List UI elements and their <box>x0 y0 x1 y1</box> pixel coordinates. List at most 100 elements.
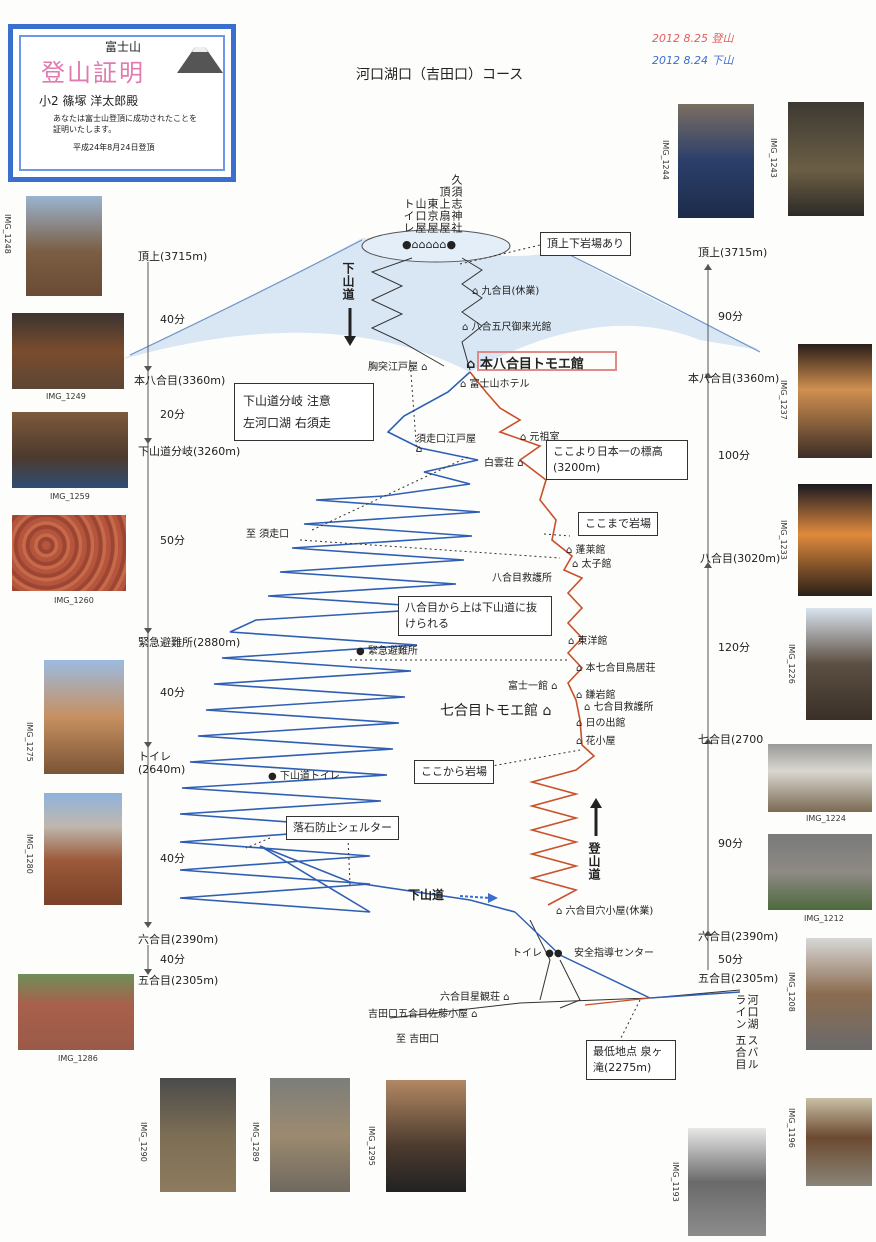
axis-arrow <box>144 438 152 444</box>
right-nanago: 七合目(2700 <box>698 733 764 746</box>
right-time-2: 100分 <box>718 449 750 462</box>
photo-caption: IMG_1248 <box>3 214 12 254</box>
photo-img-1280[interactable] <box>44 793 122 905</box>
photo-caption: IMG_1249 <box>46 392 86 401</box>
hut-anzen: 安全指導センター <box>574 948 654 959</box>
left-branch: 下山道分岐(3260m) <box>138 445 241 458</box>
left-toilet: トイレ(2640m) <box>138 750 186 776</box>
hut-nanago-kyugo: ⌂ 七合目救護所 <box>584 702 654 713</box>
axis-arrow <box>144 922 152 928</box>
note-rocks-until: ここまで岩場 <box>578 512 658 536</box>
right-honhachi: 本八合目(3360m) <box>688 372 780 385</box>
left-gogo: 五合目(2305m) <box>138 974 219 987</box>
axis-arrow <box>144 628 152 634</box>
hut-kyugome: ⌂ 九合目(休業) <box>472 286 540 297</box>
shop-1: トイレ <box>402 198 415 234</box>
photo-caption: IMG_1244 <box>661 140 670 180</box>
left-time-6: 40分 <box>160 953 185 966</box>
axis-arrow <box>704 930 712 936</box>
summit-hut-icons: ●⌂⌂⌂⌂⌂● <box>402 238 457 251</box>
hut-fujiichi: 富士一館 ⌂ <box>508 681 558 692</box>
cert-recipient: 小2 篠塚 洋太郎殿 <box>39 94 139 108</box>
hut-hoshikanso: 六合目星観荘 ⌂ <box>440 992 510 1003</box>
note-subaru: 河口湖 スバルライン 五合目 <box>734 994 759 1071</box>
gezan-label-bottom: 下山道 <box>408 888 445 902</box>
hut-subashiri-edoya: 須走口江戸屋 <box>416 434 476 445</box>
hut-nanago-tomoe: 七合目トモエ館 ⌂ <box>440 703 552 719</box>
photo-img-1224[interactable] <box>768 744 872 812</box>
photo-img-1248[interactable] <box>26 196 102 296</box>
photo-img-1208[interactable] <box>806 938 872 1050</box>
photo-caption: IMG_1275 <box>25 722 34 762</box>
date-descent: 2012 8.24 下山 <box>652 54 734 67</box>
photo-caption: IMG_1196 <box>787 1108 796 1148</box>
note-highest: ここより日本一の標高(3200m) <box>546 440 688 480</box>
photo-img-1249[interactable] <box>12 313 124 389</box>
shop-3: 東京屋 <box>426 198 439 234</box>
photo-img-1286[interactable] <box>18 974 134 1050</box>
cert-title: 登山証明 <box>41 59 145 87</box>
note-branch-dir: 左河口湖 右須走 <box>243 416 331 430</box>
photo-caption: IMG_1193 <box>671 1162 680 1202</box>
photo-caption: IMG_1226 <box>787 644 796 684</box>
photo-img-1233[interactable] <box>798 484 872 596</box>
left-time-5: 40分 <box>160 852 185 865</box>
left-kinkyu: 緊急避難所(2880m) <box>138 636 241 649</box>
hut-hachigo-kyugo: 八合目救護所 <box>492 573 552 584</box>
right-time-5: 50分 <box>718 953 743 966</box>
axis-arrow <box>704 264 712 270</box>
photo-img-1244[interactable] <box>678 104 754 218</box>
photo-caption: IMG_1237 <box>779 380 788 420</box>
shop-4: 頂上扇屋 <box>438 186 451 234</box>
photo-img-1275[interactable] <box>44 660 124 774</box>
hut-hanagoya: ⌂ 花小屋 <box>576 736 616 747</box>
note-branch-title: 下山道分岐 注意 <box>243 394 331 408</box>
photo-img-1226[interactable] <box>806 608 872 720</box>
photo-img-1295[interactable] <box>386 1080 466 1192</box>
axis-arrow <box>704 738 712 744</box>
photo-img-1290[interactable] <box>160 1078 236 1192</box>
left-time-4: 40分 <box>160 686 185 699</box>
axis-arrow <box>144 742 152 748</box>
hut-horaikan: ⌂ 蓬莱館 <box>566 545 606 556</box>
hut-toyokan: ⌂ 東洋館 <box>568 636 608 647</box>
note-lowest: 最低地点 泉ヶ滝(2275m) <box>586 1040 676 1080</box>
axis-arrow <box>144 366 152 372</box>
photo-caption: IMG_1259 <box>50 492 90 501</box>
photo-img-1212[interactable] <box>768 834 872 910</box>
photo-img-1243[interactable] <box>788 102 864 216</box>
photo-caption: IMG_1286 <box>58 1054 98 1063</box>
hut-ganso: ⌂ 元祖室 <box>520 432 560 443</box>
photo-caption: IMG_1212 <box>804 914 844 923</box>
photo-img-1193[interactable] <box>688 1128 766 1236</box>
photo-img-1260[interactable] <box>12 515 126 591</box>
photo-img-1196[interactable] <box>806 1098 872 1186</box>
right-gogo: 五合目(2305m) <box>698 972 779 985</box>
date-climb: 2012 8.25 登山 <box>652 32 734 45</box>
photo-img-1259[interactable] <box>12 412 128 488</box>
left-time-3: 50分 <box>160 534 185 547</box>
label-to-subashiri: 至 須走口 <box>246 529 290 540</box>
hut-torii: ⌂ 本七合目鳥居荘 <box>576 663 656 674</box>
photo-caption: IMG_1224 <box>806 814 846 823</box>
photo-caption: IMG_1295 <box>367 1126 376 1166</box>
hut-honhachi-tomoe: ⌂ 本八合目トモエ館 <box>466 357 584 372</box>
photo-caption: IMG_1260 <box>54 596 94 605</box>
photo-img-1237[interactable] <box>798 344 872 458</box>
cert-mountain: 富士山 <box>105 40 142 54</box>
hut-hachigo5: ⌂ 八合五尺御来光館 <box>462 322 552 333</box>
summit-certificate: 富士山 登山証明 小2 篠塚 洋太郎殿 あなたは富士山登頂に成功されたことを証明… <box>8 24 236 182</box>
right-rokugo: 六合目(2390m) <box>698 930 779 943</box>
hut-hinode: ⌂ 日の出館 <box>576 718 626 729</box>
page-title: 河口湖口（吉田口）コース <box>356 67 524 83</box>
photo-caption: IMG_1243 <box>769 138 778 178</box>
hut-hakuunso: 白雲荘 ⌂ <box>484 458 524 469</box>
shop-2: 山口屋 <box>414 198 427 234</box>
photo-caption: IMG_1289 <box>251 1122 260 1162</box>
left-time-1: 40分 <box>160 313 185 326</box>
fuji-logo-icon <box>175 39 225 75</box>
left-time-2: 20分 <box>160 408 185 421</box>
photo-caption: IMG_1280 <box>25 834 34 874</box>
photo-img-1289[interactable] <box>270 1078 350 1192</box>
